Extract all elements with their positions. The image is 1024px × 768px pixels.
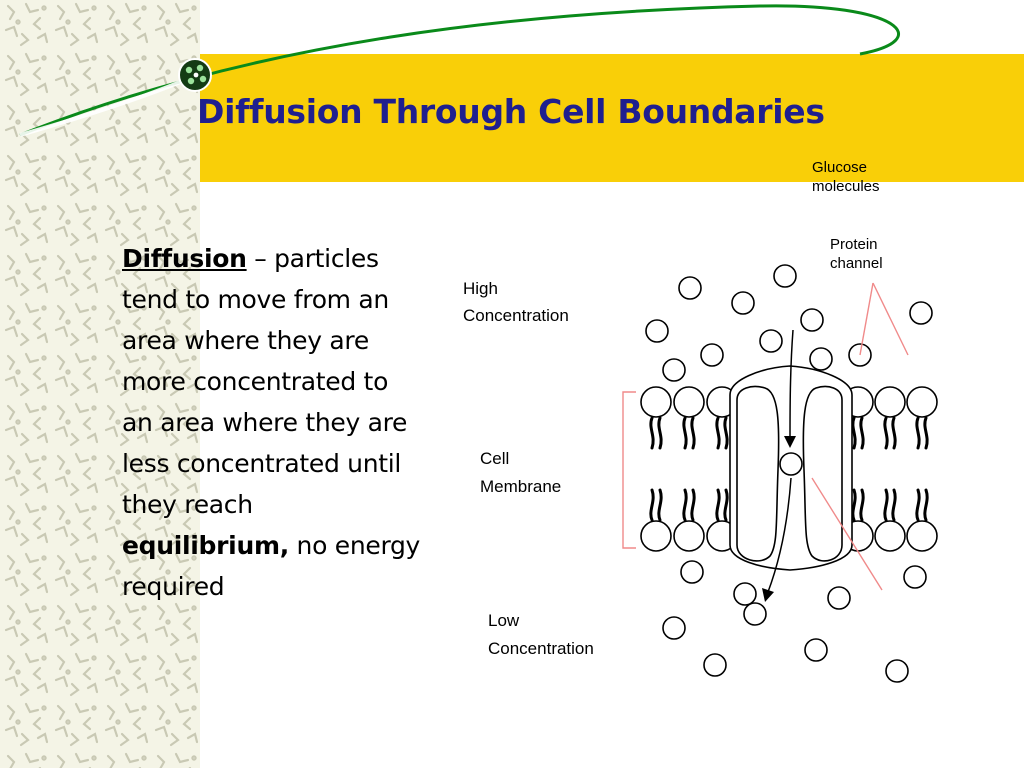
glucose-molecule [909, 301, 933, 325]
glucose-molecule [903, 565, 927, 589]
glucose-molecule [773, 264, 797, 288]
glucose-molecule [731, 291, 755, 315]
label-glucose-molecules: Glucose molecules [812, 159, 880, 195]
glucose-molecule [662, 358, 686, 382]
glucose-molecule [645, 319, 669, 343]
swoosh-decoration [19, 4, 900, 137]
lipid-head [874, 386, 906, 418]
term-equilibrium: equilibrium, [122, 531, 289, 560]
lipid-tail [715, 416, 729, 450]
lipid-head [673, 386, 705, 418]
glucose-molecule [885, 659, 909, 683]
lipid-head [640, 520, 672, 552]
lipid-tail [851, 488, 865, 522]
glucose-molecule [700, 343, 724, 367]
term-diffusion: Diffusion [122, 244, 247, 273]
slide-title: Diffusion Through Cell Boundaries [197, 92, 825, 131]
lipid-head [640, 386, 672, 418]
lipid-tail [915, 416, 929, 450]
definition-body: particles tend to move from an area wher… [122, 244, 408, 519]
lipid-tail [682, 416, 696, 450]
glucose-molecule [733, 582, 757, 606]
lipid-head [874, 520, 906, 552]
definition-ending: no energy required [122, 531, 421, 601]
lipid-tail [883, 488, 897, 522]
protein-channel [729, 365, 853, 571]
glucose-molecule [678, 276, 702, 300]
glucose-molecule [804, 638, 828, 662]
glucose-molecule [662, 616, 686, 640]
glucose-molecule [827, 586, 851, 610]
term-dash: – [246, 244, 275, 273]
lipid-tail [851, 416, 865, 450]
molecule-pattern-sidebar [0, 0, 200, 768]
globe-icon [178, 58, 212, 92]
glucose-molecule [809, 347, 833, 371]
glucose-molecule [800, 308, 824, 332]
lipid-head [906, 520, 938, 552]
lipid-tail [883, 416, 897, 450]
glucose-molecule [743, 602, 767, 626]
label-cell-membrane: Cell Membrane [480, 449, 562, 496]
lipid-head [906, 386, 938, 418]
definition-text: Diffusion – particles tend to move from … [122, 238, 422, 607]
lipid-tail [649, 416, 663, 450]
glucose-molecule [680, 560, 704, 584]
pointer-lines [622, 282, 909, 591]
glucose-molecule [703, 653, 727, 677]
label-low-concentration: Low Concentration [488, 611, 594, 658]
glucose-in-channel [779, 452, 803, 476]
title-band [200, 54, 1024, 182]
lipid-head [673, 520, 705, 552]
lipid-tail [649, 488, 663, 522]
lipid-tail [915, 488, 929, 522]
diffusion-arrow [762, 329, 796, 602]
lipid-tail [682, 488, 696, 522]
lipid-tail [715, 488, 729, 522]
label-high-concentration: High Concentration [463, 279, 569, 325]
label-protein-channel: Protein channel [830, 236, 883, 272]
glucose-molecules [645, 264, 933, 683]
glucose-molecule [759, 329, 783, 353]
